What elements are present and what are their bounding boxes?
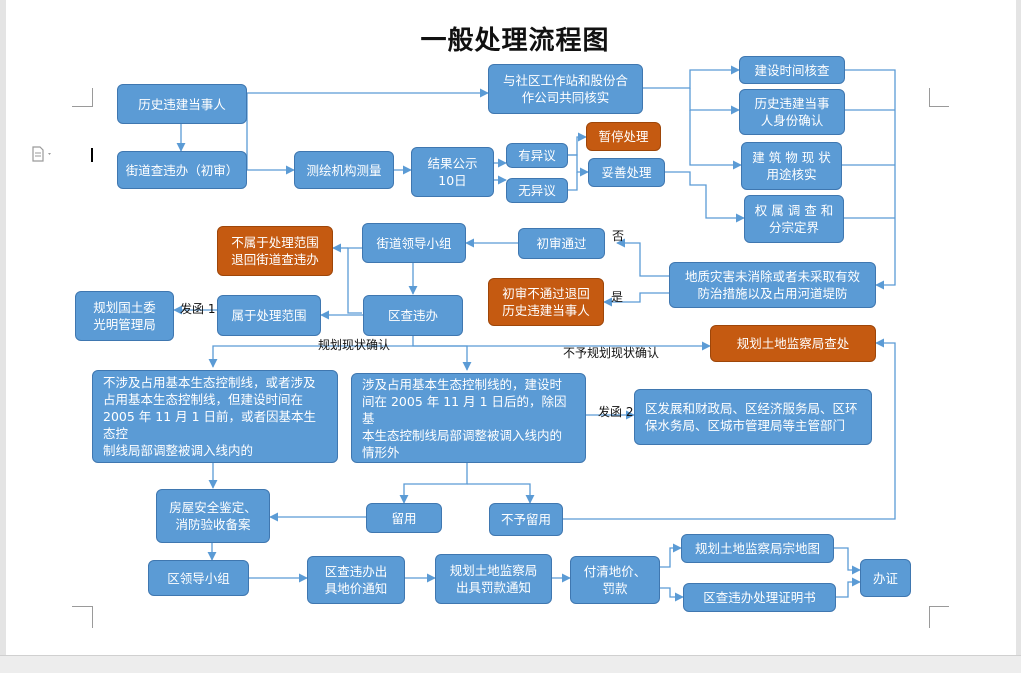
node-not-retain[interactable]: 不予留用 <box>489 503 563 536</box>
node-district-leader[interactable]: 区领导小组 <box>148 560 249 596</box>
node-time-check[interactable]: 建设时间核查 <box>739 56 845 84</box>
node-involved[interactable]: 涉及占用基本生态控制线的，建设时 间在 2005 年 11 月 1 日后的，除因… <box>351 373 586 463</box>
crop-mark <box>72 606 92 607</box>
node-usage[interactable]: 建 筑 物 现 状 用途核实 <box>741 142 842 190</box>
node-objection[interactable]: 有异议 <box>506 143 568 168</box>
node-not-involved[interactable]: 不涉及占用基本生态控制线，或者涉及 占用基本生态控制线，但建设时间在 2005 … <box>92 370 338 463</box>
node-publicity[interactable]: 结果公示 10日 <box>411 147 494 197</box>
node-in-scope[interactable]: 属于处理范围 <box>217 295 321 336</box>
label-yes: 是 <box>611 290 624 304</box>
label-no: 否 <box>612 229 625 243</box>
node-departments[interactable]: 区发展和财政局、区经济服务局、区环 保水务局、区城市管理局等主管部门 <box>634 389 872 445</box>
node-street-office[interactable]: 街道查违办（初审） <box>117 151 247 189</box>
node-first-fail[interactable]: 初审不通过退回 历史违建当事人 <box>488 278 604 326</box>
node-out-of-scope[interactable]: 不属于处理范围 退回街道查违办 <box>217 226 333 276</box>
scrollbar-track[interactable] <box>1016 0 1021 672</box>
node-pay[interactable]: 付清地价、 罚款 <box>570 556 660 604</box>
node-land-map[interactable]: 规划土地监察局宗地图 <box>681 534 834 563</box>
node-permit[interactable]: 办证 <box>860 559 911 597</box>
label-letter-2: 发函 2 <box>598 405 634 419</box>
node-land-price-notice[interactable]: 区查违办出 具地价通知 <box>307 556 405 604</box>
crop-mark <box>929 606 949 607</box>
node-no-objection[interactable]: 无异议 <box>506 178 568 203</box>
page-left-margin <box>0 0 6 672</box>
node-planning-bureau[interactable]: 规划国土委 光明管理局 <box>75 291 174 341</box>
crop-mark <box>929 606 930 628</box>
node-safety[interactable]: 房屋安全鉴定、 消防验收备案 <box>156 489 270 543</box>
node-party[interactable]: 历史违建当事人 <box>117 84 247 124</box>
crop-mark <box>929 88 930 107</box>
label-not-confirm: 不予规划现状确认 <box>563 346 660 360</box>
label-confirm: 规划现状确认 <box>318 338 391 352</box>
node-suspend[interactable]: 暂停处理 <box>586 122 661 151</box>
crop-mark <box>929 106 949 107</box>
node-district-office[interactable]: 区查违办 <box>363 295 463 336</box>
node-retain[interactable]: 留用 <box>366 503 442 533</box>
node-supervision[interactable]: 规划土地监察局查处 <box>710 325 876 362</box>
page-title: 一般处理流程图 <box>420 26 610 56</box>
crop-mark <box>92 606 93 628</box>
label-letter-1: 发函 1 <box>180 302 216 316</box>
node-ownership[interactable]: 权 属 调 查 和 分宗定界 <box>744 195 844 243</box>
node-first-pass[interactable]: 初审通过 <box>518 228 605 259</box>
node-fine-notice[interactable]: 规划土地监察局 出具罚款通知 <box>435 554 552 604</box>
text-cursor <box>91 148 93 162</box>
crop-mark <box>92 88 93 107</box>
node-identity[interactable]: 历史违建当事 人身份确认 <box>739 89 845 135</box>
node-geo[interactable]: 地质灾害未消除或者未采取有效 防治措施以及占用河道堤防 <box>669 262 876 308</box>
node-survey[interactable]: 测绘机构测量 <box>294 151 394 189</box>
page-bottom-gap <box>0 655 1021 673</box>
document-icon[interactable] <box>30 146 56 162</box>
node-certificate[interactable]: 区查违办处理证明书 <box>683 583 836 612</box>
node-joint-check[interactable]: 与社区工作站和股份合 作公司共同核实 <box>488 64 643 114</box>
node-street-leader[interactable]: 街道领导小组 <box>362 223 466 263</box>
crop-mark <box>72 106 92 107</box>
node-proper[interactable]: 妥善处理 <box>588 158 665 187</box>
